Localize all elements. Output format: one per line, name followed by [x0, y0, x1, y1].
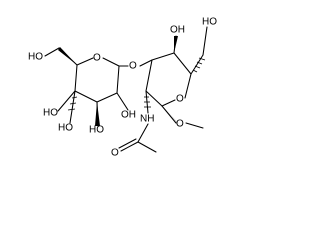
bond-left-ring-6 [74, 64, 78, 92]
bond-right-ring-2 [173, 52, 192, 75]
glycoside-structure-diagram: OH HO HO HO HO HO OH O O O O NH O [28, 17, 217, 159]
bond-methoxy-ring [161, 105, 177, 124]
atom-label-ho-lower-left: HO [58, 123, 73, 134]
bond-ho-lower-left [69, 90, 76, 124]
bond-left-ring-5 [74, 90, 98, 103]
hash-right-ring-upper [192, 57, 206, 73]
bond-left-ring-1 [76, 57, 94, 66]
bond-right-ring-3 [184, 73, 192, 99]
hash-right-ring-nh [144, 96, 151, 108]
bond-oh-ring [116, 92, 129, 111]
right-ring-substituents [118, 26, 208, 153]
bond-carbonyl-2 [118, 138, 137, 149]
bond-upper-ch2 [190, 54, 204, 75]
atom-label-o-carbonyl: O [111, 148, 119, 159]
bond-nh-carbon [137, 123, 149, 143]
atom-labels: OH HO HO HO HO HO OH O O O O NH O [28, 17, 217, 159]
atom-label-o-glycosidic: O [129, 61, 137, 72]
hash-left-ring-lower [67, 96, 78, 111]
atom-label-oh-top-right: OH [170, 25, 185, 36]
bond-left-ring-3 [116, 65, 120, 94]
atom-label-ho-left-middle: HO [43, 108, 58, 119]
atom-label-ho-lower-middle: HO [89, 125, 104, 136]
left-pyranose-ring [74, 57, 120, 103]
bond-right-ring-5 [145, 90, 163, 107]
bond-carbonyl-1 [120, 141, 139, 152]
atom-label-nh: NH [140, 114, 154, 125]
atom-label-oh-ring: OH [121, 110, 136, 121]
bond-right-ring-4 [161, 99, 176, 107]
wedge-left-ring-lower [95, 102, 100, 126]
bond-right-ring-6 [145, 59, 153, 92]
bond-right-ring-1 [151, 52, 175, 61]
bond-hydroxymethyl-2 [44, 47, 60, 57]
bond-upper-oh [202, 26, 208, 56]
wedge-right-ring-top [174, 36, 178, 53]
wedge-right-ring-methoxy [162, 106, 179, 124]
atom-label-ho-upper: HO [202, 17, 217, 28]
bond-left-ring-4 [96, 92, 118, 103]
atom-label-o-right-ring: O [176, 94, 184, 105]
bond-methoxy-carbon [185, 122, 204, 129]
bond-glycosidic-right [139, 59, 153, 67]
wedge-left-ring-top [58, 47, 77, 65]
bond-ho-left-middle [57, 90, 76, 112]
bond-left-ring-2 [102, 57, 120, 67]
atom-label-o-methoxy: O [176, 119, 184, 130]
bond-acetyl-methyl [137, 141, 157, 153]
stereo-bonds [58, 36, 206, 126]
atom-label-o-left-ring: O [93, 53, 101, 64]
atom-label-ho-left-ring-hydroxymethyl: HO [28, 52, 43, 63]
right-pyranose-ring [145, 52, 192, 107]
